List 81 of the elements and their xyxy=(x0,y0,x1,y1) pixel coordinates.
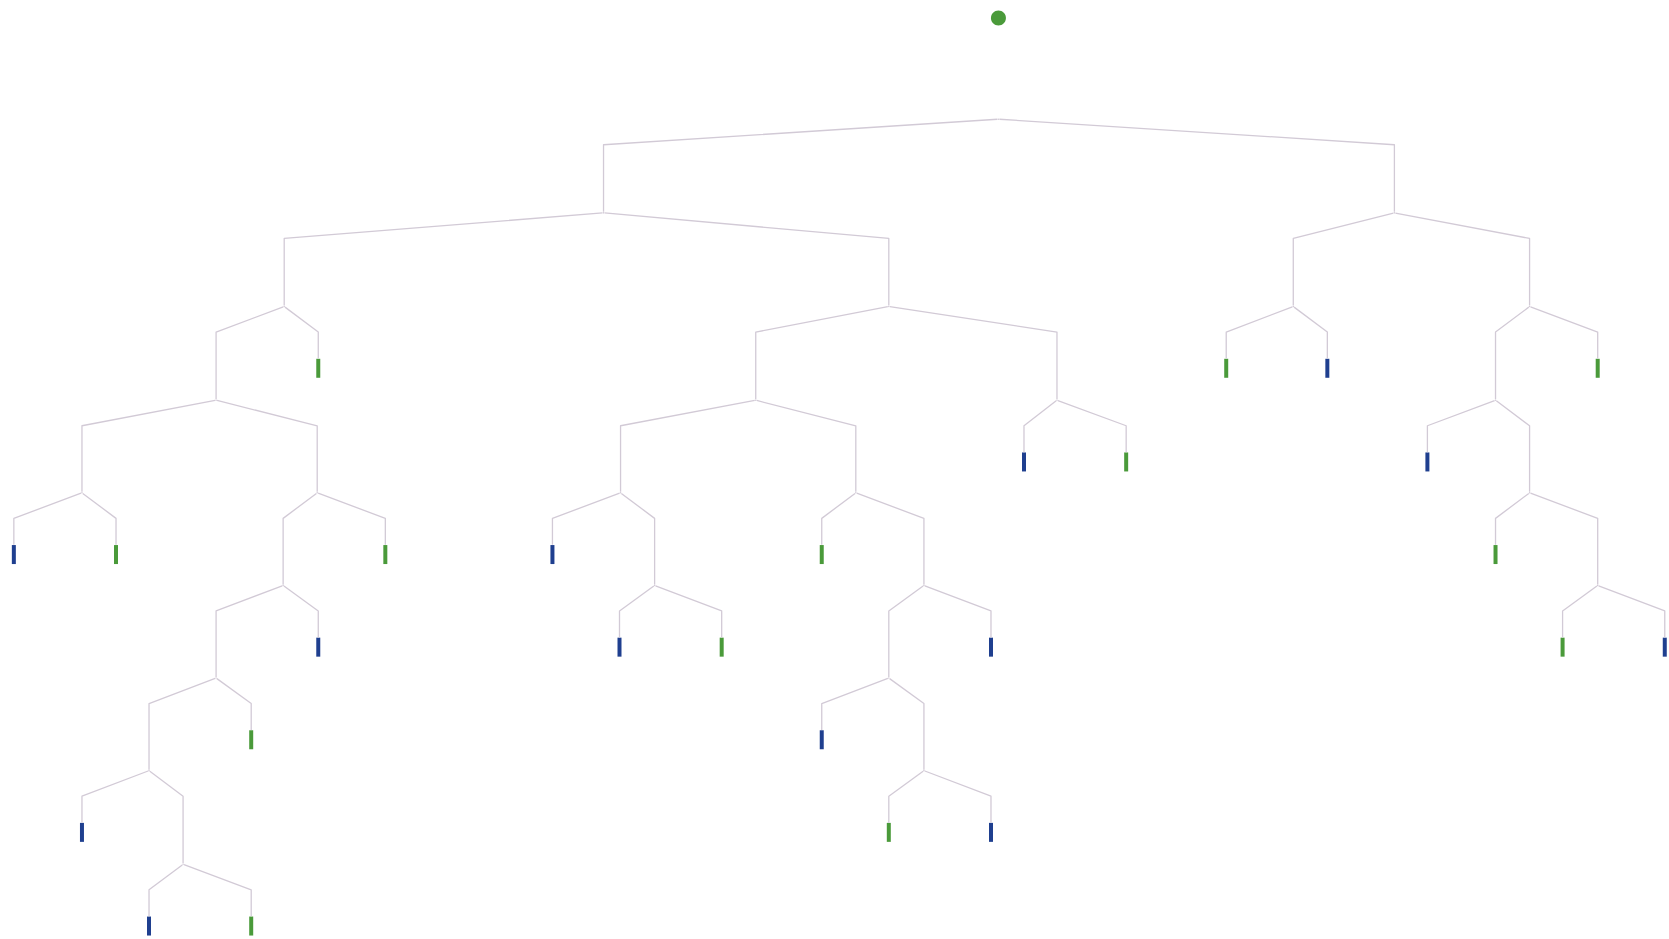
branch-line xyxy=(888,770,924,824)
branch-line xyxy=(620,492,656,586)
branch-line xyxy=(13,492,82,546)
branch-line xyxy=(755,306,889,400)
leaf-bar xyxy=(316,358,321,378)
branch-line xyxy=(1494,492,1530,546)
branch-line xyxy=(924,770,992,824)
branch-line xyxy=(216,677,252,731)
branch-line xyxy=(81,770,149,824)
branch-line xyxy=(1495,400,1531,493)
leaf-bar xyxy=(617,637,622,657)
branch-line xyxy=(1394,212,1531,307)
branch-line xyxy=(756,399,857,493)
branch-line xyxy=(282,492,318,586)
branch-line xyxy=(1598,585,1666,639)
branch-line xyxy=(856,492,925,586)
branch-line xyxy=(1426,399,1496,453)
branch-line xyxy=(216,399,318,493)
branch-line xyxy=(215,585,283,678)
leaf-bar xyxy=(1224,358,1229,378)
leaf-bar xyxy=(249,730,254,750)
branch-line xyxy=(215,306,284,400)
leaf-bar xyxy=(989,637,993,657)
branch-line xyxy=(619,399,756,493)
leaf-bar xyxy=(249,916,254,936)
leaf-bar xyxy=(114,545,118,565)
branch-line xyxy=(618,585,655,639)
leaf-bar xyxy=(147,916,151,936)
leaf-bar xyxy=(886,822,891,842)
branch-line xyxy=(602,118,999,213)
branch-line xyxy=(1023,400,1057,453)
branch-line xyxy=(998,118,1396,213)
leaf-bar xyxy=(1425,452,1430,472)
branch-line xyxy=(1561,585,1598,639)
branch-line xyxy=(888,677,925,771)
branch-line xyxy=(284,306,319,360)
leaf-bar xyxy=(550,545,555,565)
leaf-bar xyxy=(1325,358,1330,378)
branch-line xyxy=(81,399,216,493)
junction-point xyxy=(1528,305,1531,308)
junction-point xyxy=(1596,584,1599,587)
leaf-bar xyxy=(819,545,824,565)
branch-line xyxy=(317,492,386,546)
leaf-bar xyxy=(383,545,388,565)
branch-line xyxy=(603,212,890,307)
branch-line xyxy=(654,585,723,639)
branch-line xyxy=(821,492,856,546)
branch-line xyxy=(148,677,216,771)
branch-line xyxy=(283,212,604,307)
junction-point xyxy=(1292,305,1295,308)
branch-line xyxy=(283,585,319,639)
branch-line xyxy=(1494,306,1530,400)
leaf-bar xyxy=(1595,358,1600,378)
leaf-bar xyxy=(316,637,321,657)
branch-line xyxy=(82,492,117,546)
branch-line xyxy=(148,864,183,917)
leaf-bar xyxy=(989,822,993,842)
branch-line xyxy=(1225,306,1293,360)
leaf-bar xyxy=(79,822,84,842)
branch-line xyxy=(149,770,184,864)
branch-line xyxy=(1292,212,1395,307)
branch-line xyxy=(924,585,992,639)
branch-line xyxy=(1529,306,1599,360)
leaf-bar xyxy=(1662,637,1667,657)
junction-point xyxy=(653,584,656,587)
branch-line xyxy=(888,585,924,678)
branch-line xyxy=(821,677,889,731)
branch-line xyxy=(1529,492,1599,586)
leaf-bar xyxy=(1022,452,1026,472)
leaf-bar xyxy=(719,637,724,657)
branch-line xyxy=(183,864,252,917)
root-dot xyxy=(990,10,1006,26)
leaf-bar xyxy=(1493,545,1498,565)
leaf-bar xyxy=(1124,452,1129,472)
branch-line xyxy=(889,306,1058,400)
branch-line xyxy=(1057,399,1127,453)
branch-line xyxy=(551,492,621,546)
leaf-bar xyxy=(1560,637,1565,657)
leaf-bar xyxy=(11,545,16,565)
branch-line xyxy=(1293,306,1328,360)
leaf-bar xyxy=(819,730,824,750)
